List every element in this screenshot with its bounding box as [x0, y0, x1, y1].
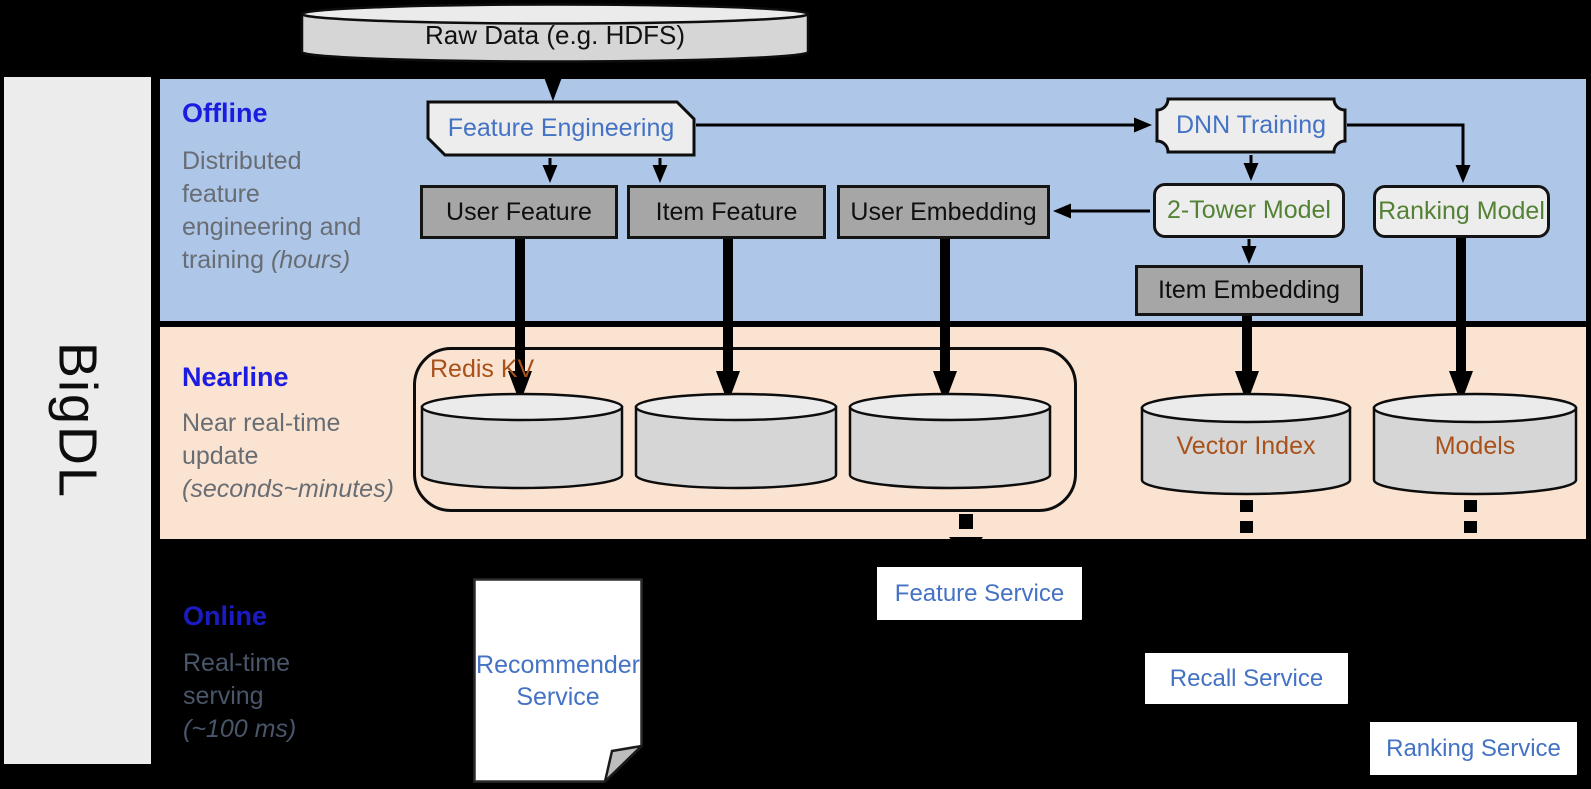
cylinder-shape	[300, 3, 810, 63]
models-store: Models	[1372, 392, 1578, 497]
online-title: Online	[183, 601, 268, 631]
vector-index-label: Vector Index	[1176, 431, 1316, 460]
item-feature-node: Item Feature	[627, 185, 826, 239]
offline-caption: Offline Distributed feature engineering …	[182, 98, 361, 277]
redis-kv-frame	[413, 347, 1077, 512]
item-embedding-node: Item Embedding	[1135, 265, 1363, 316]
recommender-service-label: Recommender Service	[476, 650, 640, 711]
cut-corner-shape	[426, 100, 696, 157]
recall-service-node: Recall Service	[1145, 653, 1352, 711]
document-shape	[473, 578, 643, 783]
vector-index-store: Vector Index	[1140, 392, 1352, 497]
nearline-caption: Nearline Near real-time update (seconds~…	[182, 362, 394, 506]
online-caption: Online Real-time serving (~100 ms)	[183, 601, 296, 746]
raw-data-store: Raw Data (e.g. HDFS)	[300, 3, 810, 65]
offline-description: Distributed feature engineering and trai…	[182, 147, 362, 274]
models-label: Models	[1434, 431, 1516, 460]
redis-cylinder-1	[420, 392, 624, 490]
user-embedding-node: User Embedding	[837, 185, 1050, 239]
dnn-training-node: DNN Training	[1155, 97, 1347, 154]
online-description: Real-time serving (~100 ms)	[183, 649, 297, 743]
ranking-model-node: Ranking Model	[1373, 185, 1550, 238]
user-feature-node: User Feature	[420, 185, 618, 239]
plaque-shape	[1155, 97, 1347, 154]
redis-cylinder-3	[848, 392, 1052, 490]
raw-data-label: Raw Data (e.g. HDFS)	[424, 19, 686, 50]
ranking-service-node: Ranking Service	[1370, 722, 1581, 782]
bigdl-logo-text: BigDL	[47, 341, 108, 500]
redis-kv-label: Redis KV	[430, 355, 535, 383]
redis-cylinder-2	[634, 392, 838, 490]
dnn-training-label: DNN Training	[1175, 111, 1327, 139]
offline-title: Offline	[182, 98, 268, 128]
feature-engineering-node: Feature Engineering	[426, 100, 696, 157]
bigdl-brand-rail: BigDL	[4, 77, 151, 764]
nearline-description: Near real-time update (seconds~minutes)	[182, 409, 394, 503]
feature-service-node: Feature Service	[877, 567, 1086, 627]
two-tower-model-node: 2-Tower Model	[1153, 183, 1345, 238]
recommender-service-node: Recommender Service	[473, 578, 643, 783]
nearline-title: Nearline	[182, 362, 289, 392]
feature-engineering-label: Feature Engineering	[447, 114, 675, 142]
